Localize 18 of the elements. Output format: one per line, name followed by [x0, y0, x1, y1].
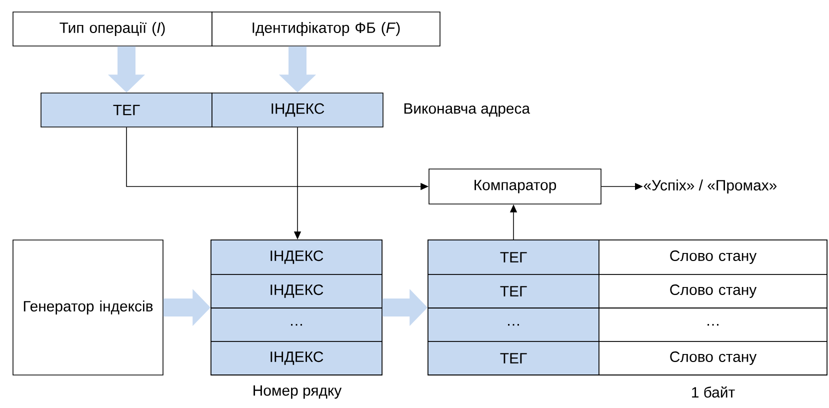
- comparator-box: Компаратор: [428, 168, 602, 204]
- result-text: «Успіх» / «Промах»: [644, 180, 777, 194]
- table-cell: Слово стану: [598, 274, 828, 308]
- table-cell: ТЕГ: [428, 240, 600, 275]
- caption-text: 1 байт: [692, 386, 735, 398]
- table-cell: …: [210, 308, 382, 342]
- table-cell: ІНДЕКС: [210, 240, 382, 275]
- table-cell: …: [428, 308, 600, 342]
- table-cell: ТЕГ: [428, 341, 600, 376]
- generator-box: Генератор індексів: [12, 240, 164, 376]
- table-cell: ІНДЕКС: [210, 341, 382, 376]
- table-cell: …: [598, 308, 828, 342]
- field-box: Ідентифікатор ФБ (F): [212, 12, 440, 46]
- field-box: Тип операції (I): [12, 12, 212, 46]
- caption-text: Номер рядку: [254, 385, 342, 399]
- table-cell: Слово стану: [598, 341, 828, 376]
- caption-text: Виконавча адреса: [404, 103, 530, 117]
- table-cell: Слово стану: [598, 240, 828, 275]
